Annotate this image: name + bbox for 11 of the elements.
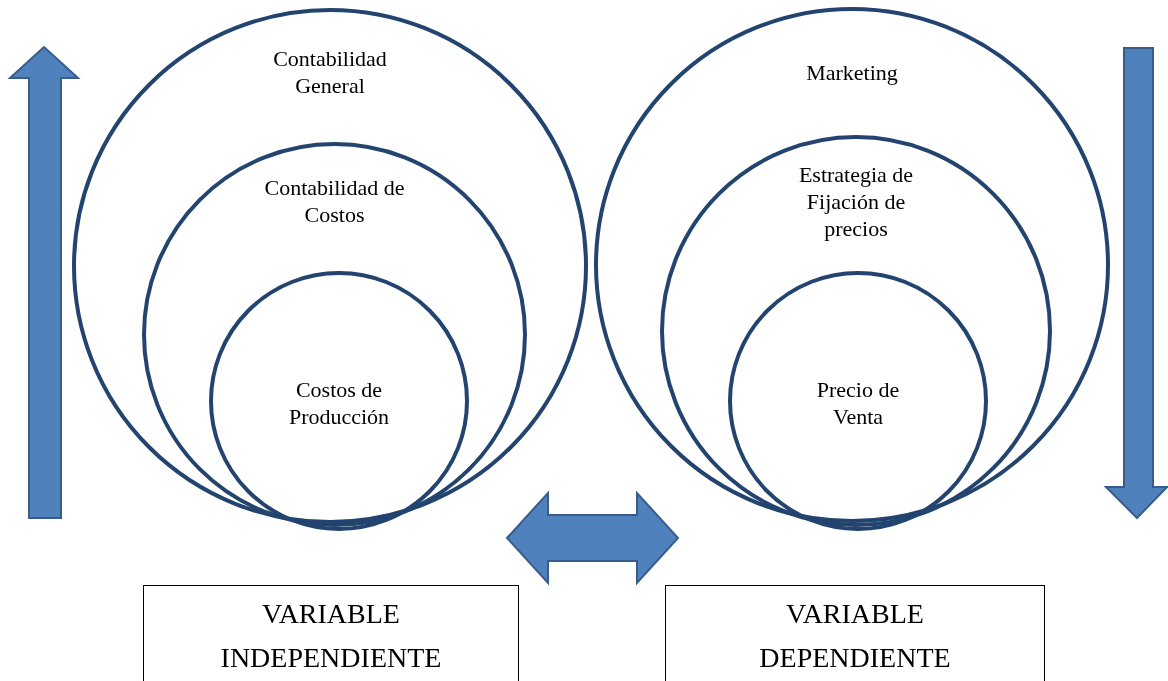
- variable-label: VARIABLE INDEPENDIENTE: [219, 597, 443, 675]
- text-box: [143, 585, 519, 681]
- circle-label: Costos de Producción: [287, 376, 391, 430]
- text-box: [665, 585, 1045, 681]
- circle-label: Marketing: [805, 59, 899, 86]
- circle-label: Contabilidad de Costos: [263, 174, 406, 228]
- variable-label: VARIABLE DEPENDIENTE: [758, 597, 952, 675]
- circle-label: Estrategia de Fijación de precios: [797, 161, 915, 242]
- double-arrow: [505, 490, 680, 586]
- circle-label: Precio de Venta: [815, 376, 901, 430]
- circle-label: Contabilidad General: [272, 45, 388, 99]
